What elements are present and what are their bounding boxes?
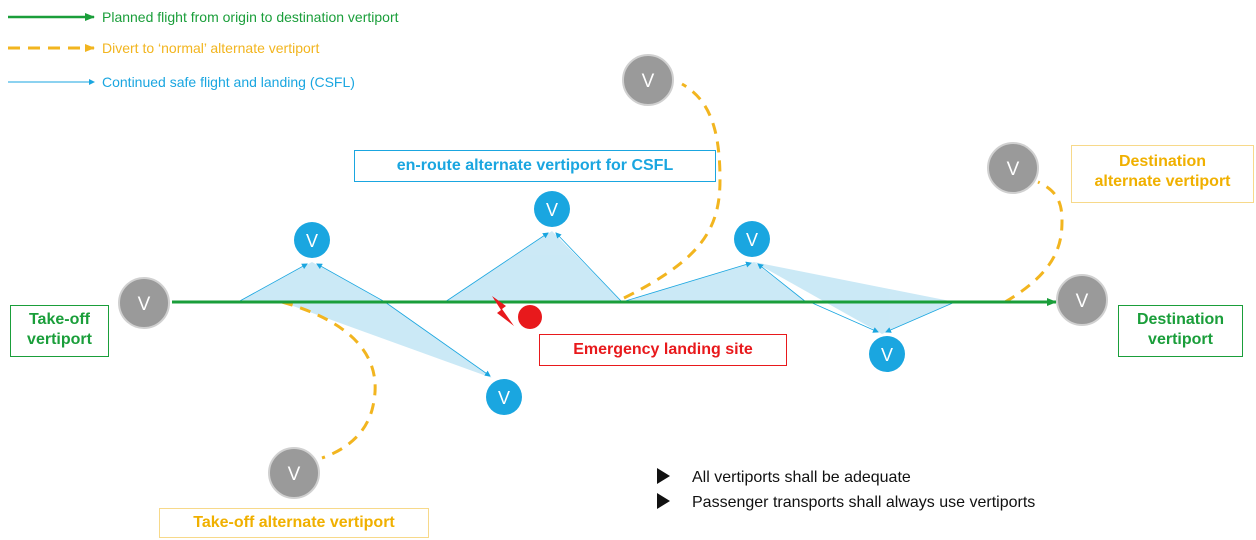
- csfl-area-3: [445, 231, 622, 302]
- takeoff-label-line1: Take-off: [28, 311, 91, 328]
- csfl-vertiport-3: V: [534, 191, 570, 227]
- divert-path-destination-alternate: [1004, 180, 1064, 304]
- divert-paths: [281, 82, 1064, 460]
- vertiport-enroute-alternate: V: [622, 54, 674, 106]
- legend-csfl-label: Continued safe flight and landing (CSFL): [102, 74, 355, 90]
- destination-alternate-label: Destination alternate vertiport: [1071, 145, 1254, 203]
- svg-text:V: V: [288, 464, 301, 485]
- svg-text:V: V: [306, 231, 318, 251]
- svg-text:V: V: [138, 294, 151, 315]
- note-item-2: Passenger transports shall always use ve…: [657, 492, 1036, 512]
- svg-text:V: V: [1076, 291, 1089, 312]
- lightning-icon: [492, 296, 514, 326]
- triangle-bullet-icon: [657, 492, 670, 509]
- csfl-area-5: [754, 262, 955, 334]
- enroute-alternate-label: en-route alternate vertiport for CSFL: [354, 150, 716, 182]
- csfl-areas: [238, 231, 955, 378]
- takeoff-alternate-label: Take-off alternate vertiport: [159, 508, 429, 538]
- emergency-landing-marker: [518, 305, 542, 329]
- csfl-area-2: [282, 302, 492, 378]
- destination-alternate-line1: Destination: [1118, 153, 1207, 170]
- vertiport-takeoff: V: [118, 277, 170, 329]
- legend-planned-label: Planned flight from origin to destinatio…: [102, 9, 399, 25]
- takeoff-vertiport-label: Take-off vertiport: [10, 305, 109, 357]
- destination-alternate-line2: alternate vertiport: [1094, 173, 1231, 190]
- svg-text:V: V: [1007, 159, 1020, 180]
- csfl-area-4: [622, 262, 806, 302]
- emergency-landing-label: Emergency landing site: [539, 334, 787, 366]
- svg-text:V: V: [746, 230, 758, 250]
- destination-vertiport-label: Destination vertiport: [1118, 305, 1243, 357]
- vertiport-destination: V: [1056, 274, 1108, 326]
- csfl-vertiport-5: V: [869, 336, 905, 372]
- divert-path-enroute-alternate: [623, 82, 722, 300]
- vertiport-destination-alternate: V: [987, 142, 1039, 194]
- csfl-vertiport-2: V: [486, 379, 522, 415]
- divert-path-takeoff-alternate: [281, 300, 377, 460]
- csfl-vertiport-1: V: [294, 222, 330, 258]
- note-item-1: All vertiports shall be adequate: [657, 467, 911, 487]
- note-text-2: Passenger transports shall always use ve…: [692, 494, 1036, 511]
- svg-text:V: V: [546, 200, 558, 220]
- takeoff-label-line2: vertiport: [27, 331, 92, 348]
- triangle-bullet-icon: [657, 467, 670, 484]
- svg-text:V: V: [642, 71, 655, 92]
- vertiport-takeoff-alternate: V: [268, 447, 320, 499]
- csfl-arrows: [237, 232, 956, 377]
- svg-text:V: V: [498, 388, 510, 408]
- svg-text:V: V: [881, 345, 893, 365]
- csfl-vertiport-4: V: [734, 221, 770, 257]
- legend-divert-label: Divert to ‘normal’ alternate vertiport: [102, 40, 320, 56]
- destination-label-line2: vertiport: [1148, 331, 1213, 348]
- destination-label-line1: Destination: [1136, 311, 1225, 328]
- note-text-1: All vertiports shall be adequate: [692, 469, 911, 486]
- csfl-area-1: [238, 262, 385, 302]
